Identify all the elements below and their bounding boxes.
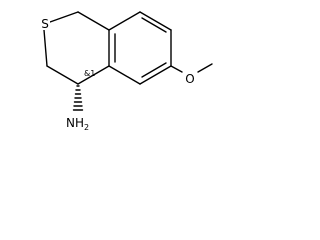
sulfur-atom-label: S: [41, 17, 49, 31]
bond-ch2-to-stereocenter: [46, 65, 79, 85]
oxygen-atom-label: O: [185, 72, 194, 86]
stereo-annotation: &1: [84, 69, 95, 78]
bond-oxygen-to-methyl: [197, 63, 213, 73]
bond-ch2-to-sulfur: [49, 11, 79, 23]
bond-ring-bottom-right-inner: [141, 62, 167, 78]
bond-ring-top-right-inner: [141, 17, 167, 33]
bond-ring-top-left: [108, 11, 141, 31]
bond-ring-top-right: [139, 11, 172, 31]
amine-atom-label: NH2: [66, 116, 89, 132]
structure-canvas: S O &1 NH2: [0, 0, 219, 135]
bond-ring-to-oxygen: [170, 65, 183, 73]
molecule-drawing: S O &1 NH2: [40, 11, 213, 132]
amine-main-label: NH: [66, 116, 84, 130]
bond-sulfur-to-ch2: [43, 29, 48, 67]
bond-ring-bottom-right: [139, 65, 172, 85]
amine-subscript: 2: [84, 123, 89, 132]
bond-ring-bottom-left: [108, 65, 141, 85]
hashed-wedge-bond: [72, 85, 84, 111]
bond-ch2-to-ring: [77, 11, 110, 31]
bond-stereocenter-to-ring: [77, 65, 110, 85]
